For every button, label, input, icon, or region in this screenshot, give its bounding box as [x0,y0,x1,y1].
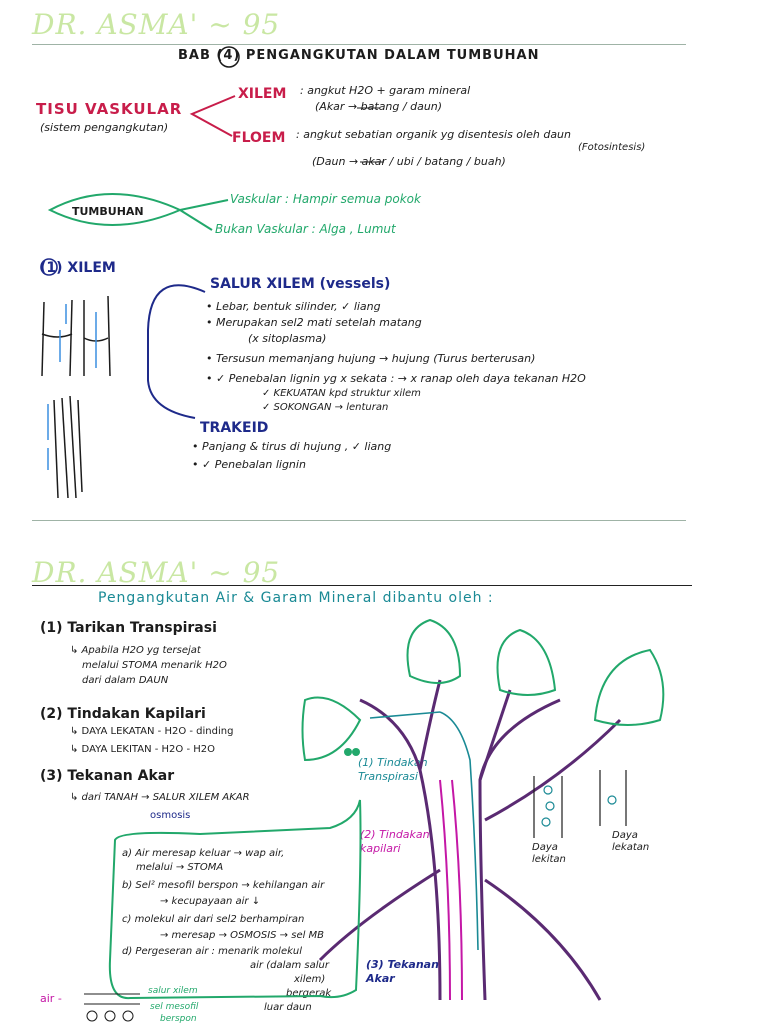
tree-label-transpirasi: (1) Tindakan Transpirasi [358,756,428,783]
bottom-label-berspon: berspon [160,1014,197,1024]
box-line-3: b) Sel² mesofil berspon → kehilangan air [122,880,325,891]
vaskular-line: Vaskular : Hampir semua pokok [230,192,421,206]
item1-line-1: ↳ Apabila H2O yg tersejat [70,645,201,656]
salur-point-2: • Merupakan sel2 mati setelah matang [206,316,422,329]
divider-mid [32,520,686,521]
process-box [108,799,362,1000]
box-line-10: bergerak [286,988,332,999]
floem-desc-1: : angkut sebatian organik yg disentesis … [296,128,571,141]
tree-flow-teal [369,711,479,951]
tumbuhan-label: TUMBUHAN [72,205,144,218]
trakeid-point-1: • Panjang & tirus di hujung , ✓ liang [192,440,392,453]
tree-label-kapilari: (2) Tindakan kapilari [360,828,430,855]
box-line-1: a) Air meresap keluar → wap air, [122,848,285,859]
bottom-left-air: air - [40,992,62,1005]
divider-page2 [32,585,692,586]
box-line-5: c) molekul air dari sel2 berhampiran [122,914,305,925]
daya-lekitan-label: Daya lekitan [532,842,566,865]
salur-point-5: ✓ KEKUATAN kpd struktur xilem [262,388,421,399]
stoma-dots [344,748,360,756]
tree-leaves [301,618,665,762]
salur-point-1: • Lebar, bentuk silinder, ✓ liang [206,300,381,313]
tree-xylem-pink [439,779,463,1001]
molecule-lekitan [541,785,555,827]
molecule-lekatan [607,795,617,805]
trakeid-point-2: • ✓ Penebalan lignin [192,458,306,471]
bottom-label-salur: salur xilem [148,986,198,996]
item2-point-1: ↳ DAYA LEKATAN - H2O - dinding [70,726,234,737]
floem-label: FLOEM [232,130,286,146]
bottom-label-mesofil: sel mesofil [150,1002,199,1012]
floem-desc-2: (Daun → akar / ubi / batang / buah) [312,155,506,168]
mini-vessel-lekitan [533,776,563,838]
xilem-desc-2: (Akar → batang / daun) [315,100,443,113]
item1-line-2: melalui STOMA menarik H2O [82,660,227,671]
xilem-desc-1: : angkut H2O + garam mineral [300,84,471,97]
box-line-8: air (dalam salur [250,960,329,971]
box-line-9: xilem) [294,974,326,985]
trakeid-sketch [53,395,83,499]
box-line-7: d) Pergeseran air : menarik molekul [122,946,302,957]
tree-label-tekanan-akar: (3) Tekanan Akar [366,958,439,985]
watermark-top: DR. ASMA' ~ 95 [32,8,281,41]
page2-title: Pengangkutan Air & Garam Mineral dibantu… [98,590,494,606]
mini-vessel-lekatan [599,770,627,826]
xilem-section-circle [40,258,58,276]
salur-point-4: • ✓ Penebalan lignin yg x sekata : → x r… [206,372,586,385]
bottom-left-sketch [84,993,140,1022]
xilem-bracket [147,284,206,419]
item2-point-2: ↳ DAYA LEKITAN - H2O - H2O [70,744,215,755]
section-xilem-heading: (1) XILEM [40,260,116,276]
trakeid-title: TRAKEID [200,420,269,436]
salur-xilem-blue-arrows [59,304,97,368]
item3-title: (3) Tekanan Akar [40,768,175,784]
floem-desc-note: (Fotosintesis) [578,142,646,153]
xilem-arrows [357,107,384,163]
box-line-4: → kecupayaan air ↓ [160,896,261,907]
bukan-vaskular-line: Bukan Vaskular : Alga , Lumut [215,222,396,236]
xilem-label: XILEM [238,86,287,102]
daya-lekatan-label: Daya lekatan [612,830,650,853]
sistem-pengangkutan: (sistem pengangkutan) [40,121,169,134]
page1-title: BAB (4) PENGANGKUTAN DALAM TUMBUHAN [178,48,540,63]
salur-point-2b: (x sitoplasma) [248,332,327,345]
salur-xilem-title: SALUR XILEM (vessels) [210,276,391,292]
salur-point-3: • Tersusun memanjang hujung → hujung (Tu… [206,352,536,365]
divider-top [32,44,686,45]
tisu-vaskular-bracket [189,95,236,137]
box-line-6: → meresap → OSMOSIS → sel MB [160,930,325,941]
tree-branches [318,679,622,1001]
salur-xilem-sketch [41,295,111,377]
item2-title: (2) Tindakan Kapilari [40,706,206,722]
tumbuhan-leaf [47,193,229,231]
box-line-2: melalui → STOMA [136,862,224,873]
item3-text: ↳ dari TANAH → SALUR XILEM AKAR [70,792,250,803]
tisu-vaskular-heading: TISU VASKULAR [36,100,183,118]
salur-point-6: ✓ SOKONGAN → lenturan [262,402,389,413]
item1-line-3: dari dalam DAUN [82,675,169,686]
item1-title: (1) Tarikan Transpirasi [40,620,217,636]
osmosis-label: osmosis [150,810,191,821]
watermark-bottom: DR. ASMA' ~ 95 [32,556,281,589]
chapter-number-circle [218,46,240,68]
box-line-11: luar daun [264,1002,312,1013]
